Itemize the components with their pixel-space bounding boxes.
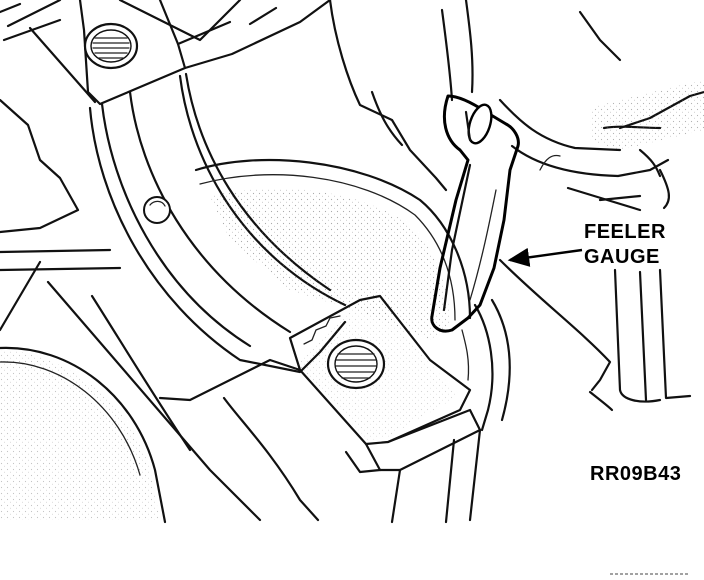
upper-bolt-hole: [83, 22, 139, 70]
figure-code: RR09B43: [590, 463, 682, 485]
feeler-gauge-label-line1: FEELER: [584, 221, 666, 243]
crankshaft-journal: [0, 346, 167, 524]
hand: [328, 0, 704, 212]
crank-pin-bore: [194, 158, 472, 340]
feeler-gauge: [430, 94, 520, 381]
engine-block: [0, 2, 262, 522]
right-block: [473, 258, 692, 432]
feeler-gauge-label-line2: GAUGE: [584, 246, 660, 268]
feeler-gauge-label: FEELER GAUGE: [584, 220, 666, 270]
bearing-shell: [88, 72, 347, 374]
lower-bolt-hole: [326, 338, 386, 390]
callout-leader: [507, 247, 583, 267]
rod-upper-boss: [6, 0, 332, 106]
